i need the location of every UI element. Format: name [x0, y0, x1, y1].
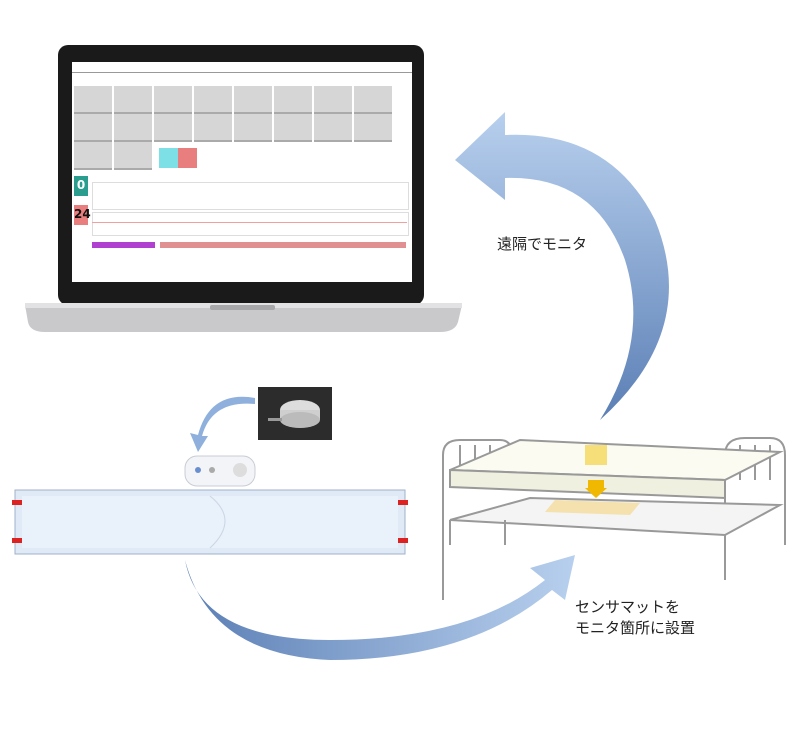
sensor-mat	[12, 489, 408, 555]
install-label-line2: モニタ箇所に設置	[575, 619, 696, 637]
sensor-position-marker	[585, 445, 607, 465]
small-arrow	[190, 396, 255, 452]
remote-monitor-label: 遠隔でモニタ	[497, 235, 588, 253]
hr-value: 0	[76, 178, 86, 192]
controller-device	[184, 455, 256, 487]
rr-value: 24	[74, 207, 91, 221]
down-arrow-icon	[585, 488, 607, 498]
sensor-disc-photo	[258, 387, 332, 440]
install-label-line1: センサマットを	[575, 598, 681, 616]
app-toolbar	[72, 62, 412, 73]
install-arrow	[185, 555, 575, 660]
remote-arrow	[455, 112, 669, 420]
monitor-screen: 0 24	[72, 62, 412, 282]
bed-illustration	[442, 437, 786, 600]
